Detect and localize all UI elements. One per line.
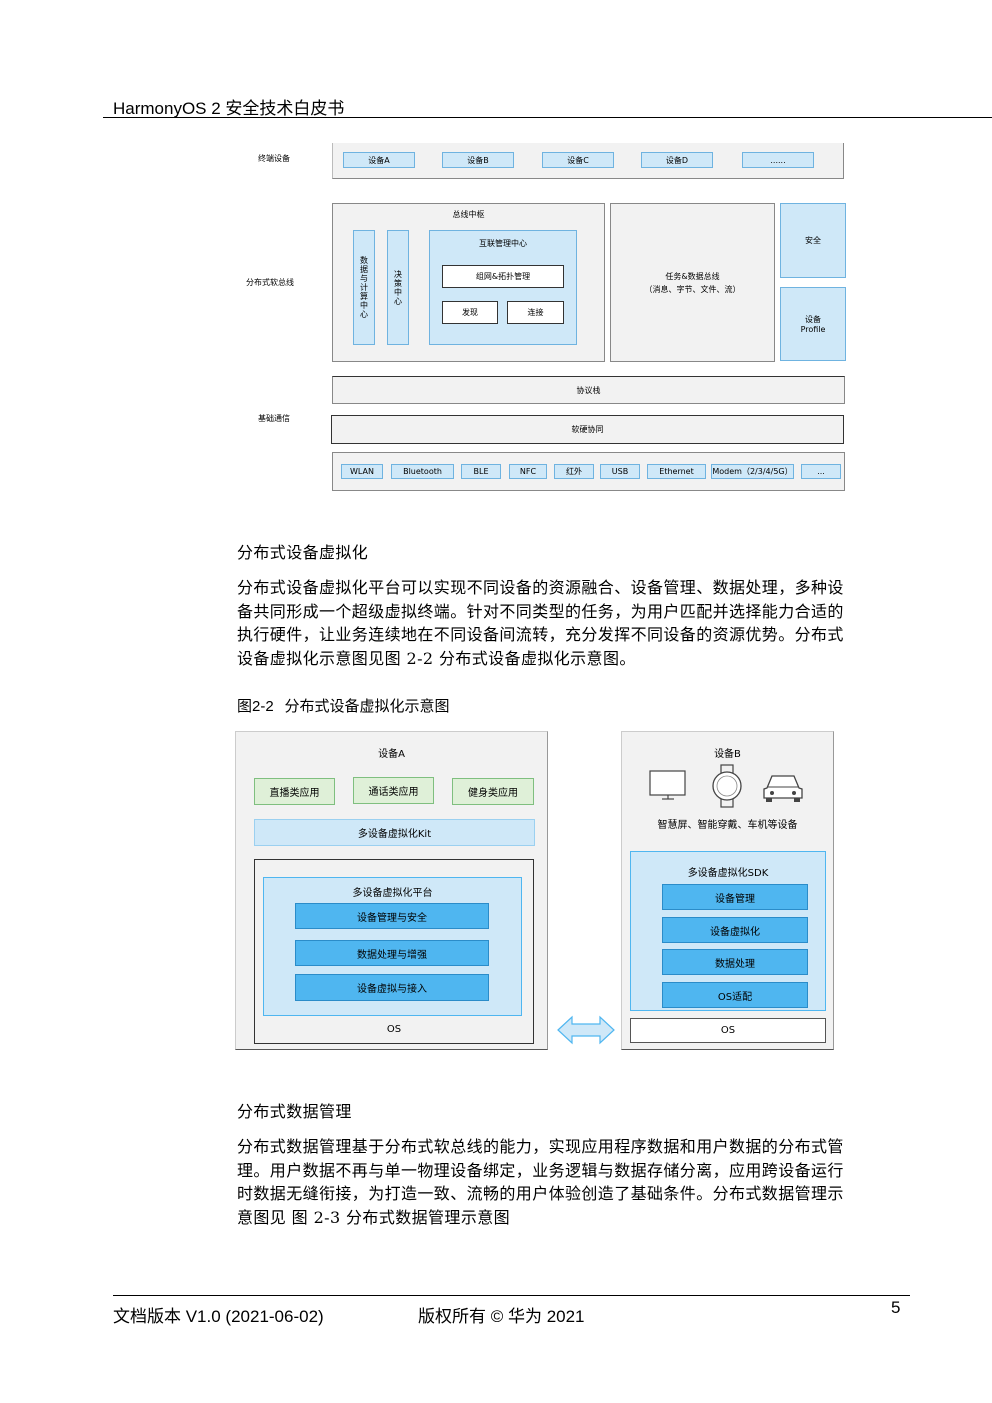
device-a-panel: 设备A 直播类应用 通话类应用 健身类应用 多设备虚拟化Kit 多设备虚拟化平台… bbox=[235, 731, 548, 1050]
device-b-title: 设备B bbox=[714, 749, 741, 760]
bus-hub-title: 总线中枢 bbox=[452, 210, 485, 219]
app-box: 直播类应用 bbox=[254, 778, 335, 805]
section2-paragraph: 分布式数据管理基于分布式软总线的能力，实现应用程序数据和用户数据的分布式管 理。… bbox=[237, 1135, 897, 1229]
footer-copyright: 版权所有 © 华为 2021 bbox=[418, 1307, 585, 1326]
connect-box: 连接 bbox=[507, 301, 564, 324]
paragraph-line: 意图见 图 2-3 分布式数据管理示意图 bbox=[237, 1207, 511, 1227]
sdk-module: 设备虚拟化 bbox=[662, 917, 808, 943]
link-box: USB bbox=[600, 464, 640, 479]
header-divider bbox=[103, 117, 992, 118]
device-profile-box: 设备 Profile bbox=[780, 287, 846, 361]
device-a-os-label: OS bbox=[386, 1024, 402, 1035]
link-box: 红外 bbox=[554, 464, 594, 479]
car-icon bbox=[763, 775, 803, 802]
device-b-caption: 智慧屏、智能穿戴、车机等设备 bbox=[657, 820, 798, 831]
bus-hub: 总线中枢 数据与计算中心 决策中心 互联管理中心 组网&拓扑管理 发现 连接 bbox=[332, 203, 605, 362]
footer-version: 文档版本 V1.0 (2021-06-02) bbox=[113, 1307, 324, 1326]
smart-screen-icon bbox=[649, 770, 686, 800]
paragraph-line: 备共同形成一个超级虚拟终端。针对不同类型的任务，为用户匹配并选择能力合适的 bbox=[237, 601, 844, 621]
link-box: Bluetooth bbox=[391, 464, 454, 479]
row-label-terminal: 终端设备 bbox=[258, 154, 290, 163]
paragraph-line: 设备虚拟化示意图见图 2-2 分布式设备虚拟化示意图。 bbox=[237, 648, 636, 668]
task-data-bus: 任务&数据总线 （消息、字节、文件、流） bbox=[610, 203, 775, 362]
figure2-caption: 图2-2 分布式设备虚拟化示意图 bbox=[237, 695, 449, 716]
device-box: 设备C bbox=[542, 152, 614, 168]
device-a-title: 设备A bbox=[378, 749, 405, 760]
terminal-devices-row: 设备A 设备B 设备C 设备D ...... bbox=[332, 143, 844, 179]
row-label-softbus: 分布式软总线 bbox=[246, 278, 294, 287]
section1-paragraph: 分布式设备虚拟化平台可以实现不同设备的资源融合、设备管理、数据处理，多种设 备共… bbox=[237, 576, 897, 670]
link-box: ... bbox=[801, 464, 841, 479]
sdk-module: OS适配 bbox=[662, 982, 808, 1008]
figure2-caption-text: 分布式设备虚拟化示意图 bbox=[284, 697, 450, 715]
device-box: 设备B bbox=[442, 152, 514, 168]
sdk-module: 数据处理 bbox=[662, 949, 808, 975]
section-heading-data-management: 分布式数据管理 bbox=[237, 1102, 352, 1121]
figure-softbus-architecture: 终端设备 分布式软总线 基础通信 设备A 设备B 设备C 设备D ...... … bbox=[230, 140, 850, 495]
app-box: 通话类应用 bbox=[353, 777, 434, 804]
security-box: 安全 bbox=[780, 203, 846, 278]
footer-divider bbox=[113, 1295, 910, 1296]
header-title: HarmonyOS 2 安全技术白皮书 bbox=[113, 99, 345, 118]
app-box: 健身类应用 bbox=[452, 778, 534, 805]
smart-watch-icon bbox=[712, 764, 742, 808]
sdk-module: 设备管理 bbox=[662, 884, 808, 910]
sdk-title: 多设备虚拟化SDK bbox=[687, 868, 769, 879]
row-label-comm: 基础通信 bbox=[258, 414, 290, 423]
device-box: 设备A bbox=[343, 152, 415, 168]
decision-center: 决策中心 bbox=[387, 230, 409, 345]
virtualization-sdk: 多设备虚拟化SDK 设备管理 设备虚拟化 数据处理 OS适配 bbox=[630, 851, 826, 1011]
interconnect-center: 互联管理中心 组网&拓扑管理 发现 连接 bbox=[429, 230, 577, 345]
device-a-os-frame: 多设备虚拟化平台 设备管理与安全 数据处理与增强 设备虚拟与接入 OS bbox=[254, 859, 534, 1044]
figure2-caption-number: 图2-2 bbox=[237, 698, 274, 715]
paragraph-line: 理。用户数据不再与单一物理设备绑定，业务逻辑与数据存储分离，应用跨设备运行 bbox=[237, 1160, 844, 1180]
device-box: ...... bbox=[742, 152, 814, 168]
platform-module: 设备管理与安全 bbox=[295, 903, 489, 929]
paragraph-line: 时数据无缝衔接，为打造一致、流畅的用户体验创造了基础条件。分布式数据管理示 bbox=[237, 1184, 844, 1203]
discover-box: 发现 bbox=[442, 301, 498, 324]
platform-module: 数据处理与增强 bbox=[295, 940, 489, 966]
link-box: Ethernet bbox=[647, 464, 706, 479]
paragraph-line: 分布式数据管理基于分布式软总线的能力，实现应用程序数据和用户数据的分布式管 bbox=[237, 1137, 844, 1156]
footer-page-number: 5 bbox=[891, 1298, 901, 1317]
link-box: NFC bbox=[509, 464, 547, 479]
protocol-stack: 协议栈 bbox=[332, 376, 845, 404]
paragraph-line: 分布式设备虚拟化平台可以实现不同设备的资源融合、设备管理、数据处理，多种设 bbox=[237, 578, 844, 597]
link-box: Modem（2/3/4/5G） bbox=[711, 464, 794, 479]
device-box: 设备D bbox=[641, 152, 713, 168]
platform-title: 多设备虚拟化平台 bbox=[352, 888, 433, 899]
platform-module: 设备虚拟与接入 bbox=[295, 974, 489, 1001]
device-b-panel: 设备B 智慧屏、智能穿戴、车机等设备 多设备虚拟化SDK 设备管理 设备虚拟化 … bbox=[621, 731, 834, 1050]
interconnect-title: 互联管理中心 bbox=[479, 239, 527, 248]
networking-box: 组网&拓扑管理 bbox=[442, 265, 564, 288]
task-bus-title: 任务&数据总线 bbox=[665, 271, 720, 281]
device-b-os: OS bbox=[630, 1018, 826, 1043]
link-row: WLAN Bluetooth BLE NFC 红外 USB Ethernet M… bbox=[332, 452, 845, 491]
double-arrow-icon bbox=[557, 1015, 615, 1045]
virtualization-kit: 多设备虚拟化Kit bbox=[254, 819, 535, 846]
section-heading-device-virtualization: 分布式设备虚拟化 bbox=[237, 543, 369, 562]
link-box: WLAN bbox=[341, 464, 383, 479]
virtualization-platform: 多设备虚拟化平台 设备管理与安全 数据处理与增强 设备虚拟与接入 bbox=[263, 877, 522, 1016]
link-box: BLE bbox=[461, 464, 501, 479]
hw-coordination: 软硬协同 bbox=[331, 415, 844, 444]
task-bus-subtitle: （消息、字节、文件、流） bbox=[644, 284, 741, 294]
data-compute-center: 数据与计算中心 bbox=[353, 230, 375, 345]
paragraph-line: 执行硬件，让业务连续地在不同设备间流转，充分发挥不同设备的资源优势。分布式 bbox=[237, 625, 844, 644]
